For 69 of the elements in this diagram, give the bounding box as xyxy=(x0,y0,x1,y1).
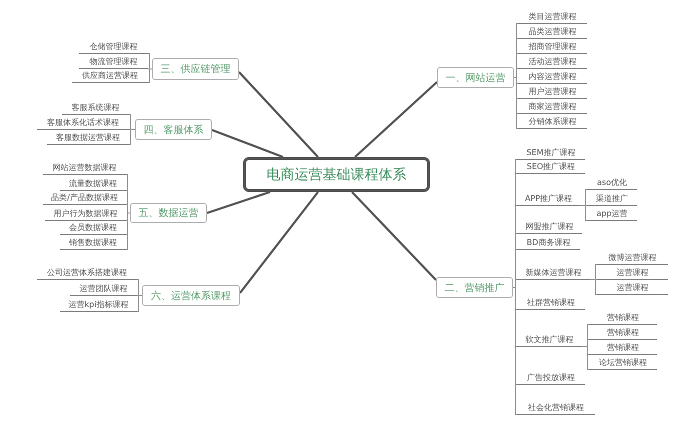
connector-line xyxy=(126,204,130,214)
branch-line xyxy=(206,190,270,214)
connector-line xyxy=(512,279,518,288)
connector-line xyxy=(514,68,518,78)
topic-box: 三、供应链管理 xyxy=(152,58,239,80)
subtopic-label: 软文推广课程 xyxy=(517,334,582,347)
subtopic-label: 网盟推广课程 xyxy=(517,221,582,234)
topic-box: 六、运营体系课程 xyxy=(142,285,240,306)
central-topic-box: 电商运营基础课程体系 xyxy=(243,157,430,192)
subtopic-label: 内容运营课程 xyxy=(518,71,587,84)
branch-line xyxy=(212,128,284,158)
subtopic-label: 用户运营课程 xyxy=(518,86,587,99)
subtopic-label: 社群营销课程 xyxy=(517,297,585,310)
subtopic-label: 营销课程 xyxy=(589,342,657,355)
connector-line xyxy=(136,295,142,296)
connector-line xyxy=(582,339,590,347)
subtopic-label: 品类/产品数据课程 xyxy=(43,192,126,205)
connector-line xyxy=(148,68,152,83)
topic-box: 五、数据运营 xyxy=(130,203,207,223)
subtopic-label: 招商管理课程 xyxy=(518,41,587,54)
subtopic-label: app运营 xyxy=(587,208,637,221)
subtopic-label: 流量数据课程 xyxy=(60,178,126,191)
subtopic-label: 销售数据课程 xyxy=(60,237,126,250)
subtopic-label: 网站运营数据课程 xyxy=(43,162,126,175)
subtopic-label: SEM推广课程 xyxy=(517,147,585,160)
connector-line xyxy=(126,212,130,221)
connector-line xyxy=(128,129,136,130)
subtopic-label: 运营kpi指标课程 xyxy=(60,299,137,312)
subtopic-label: 活动运营课程 xyxy=(518,56,587,69)
subtopic-label: 类目运营课程 xyxy=(518,11,587,24)
subtopic-label: 营销课程 xyxy=(589,312,657,325)
subtopic-label: 新媒体运营课程 xyxy=(517,267,590,280)
connector-line xyxy=(590,279,598,280)
subtopic-label: 物流管理课程 xyxy=(79,56,148,69)
branch-line xyxy=(239,191,319,294)
subtopic-label: 用户行为数据课程 xyxy=(45,208,126,221)
subtopic-label: 供应商运营课程 xyxy=(72,70,148,83)
subtopic-label: 运营课程 xyxy=(597,282,668,295)
subtopic-label: 论坛营销课程 xyxy=(589,357,657,370)
subtopic-label: SEO推广课程 xyxy=(517,161,585,174)
subtopic-label: 运营课程 xyxy=(597,267,668,280)
subtopic-label: 微博运营课程 xyxy=(597,252,668,265)
subtopic-label: 营销课程 xyxy=(589,327,657,340)
subtopic-label: 客服数据运营课程 xyxy=(47,132,129,145)
connector-line xyxy=(512,287,518,310)
branch-line xyxy=(238,71,319,158)
subtopic-label: 商家运营课程 xyxy=(518,101,587,114)
subtopic-label: 品类运营课程 xyxy=(518,26,587,39)
subtopic-label: 公司运营体系搭建课程 xyxy=(37,267,137,280)
branch-line xyxy=(351,191,437,281)
subtopic-label: 客服系统课程 xyxy=(62,102,129,115)
connector-line xyxy=(580,205,588,206)
subtopic-label: 社会化营销课程 xyxy=(517,402,595,415)
subtopic-label: BD商务课程 xyxy=(517,237,580,250)
subtopic-label: 渠道推广 xyxy=(587,193,637,206)
connector-line xyxy=(514,77,518,84)
subtopic-label: 运营团队课程 xyxy=(70,283,137,296)
topic-box: 二、营销推广 xyxy=(436,277,513,298)
subtopic-label: 分销体系课程 xyxy=(518,116,587,129)
subtopic-label: 仓储管理课程 xyxy=(79,41,148,54)
topic-box: 一、网站运营 xyxy=(437,67,514,88)
subtopic-label: 客服体系化话术课程 xyxy=(37,117,129,130)
subtopic-label: APP推广课程 xyxy=(517,193,580,206)
subtopic-label: 广告投放课程 xyxy=(517,372,585,385)
topic-box: 四、客服体系 xyxy=(135,119,212,140)
connector-line xyxy=(148,53,152,70)
subtopic-label: aso优化 xyxy=(587,177,637,190)
subtopic-label: 会员数据课程 xyxy=(60,222,126,235)
branch-line xyxy=(354,81,438,158)
